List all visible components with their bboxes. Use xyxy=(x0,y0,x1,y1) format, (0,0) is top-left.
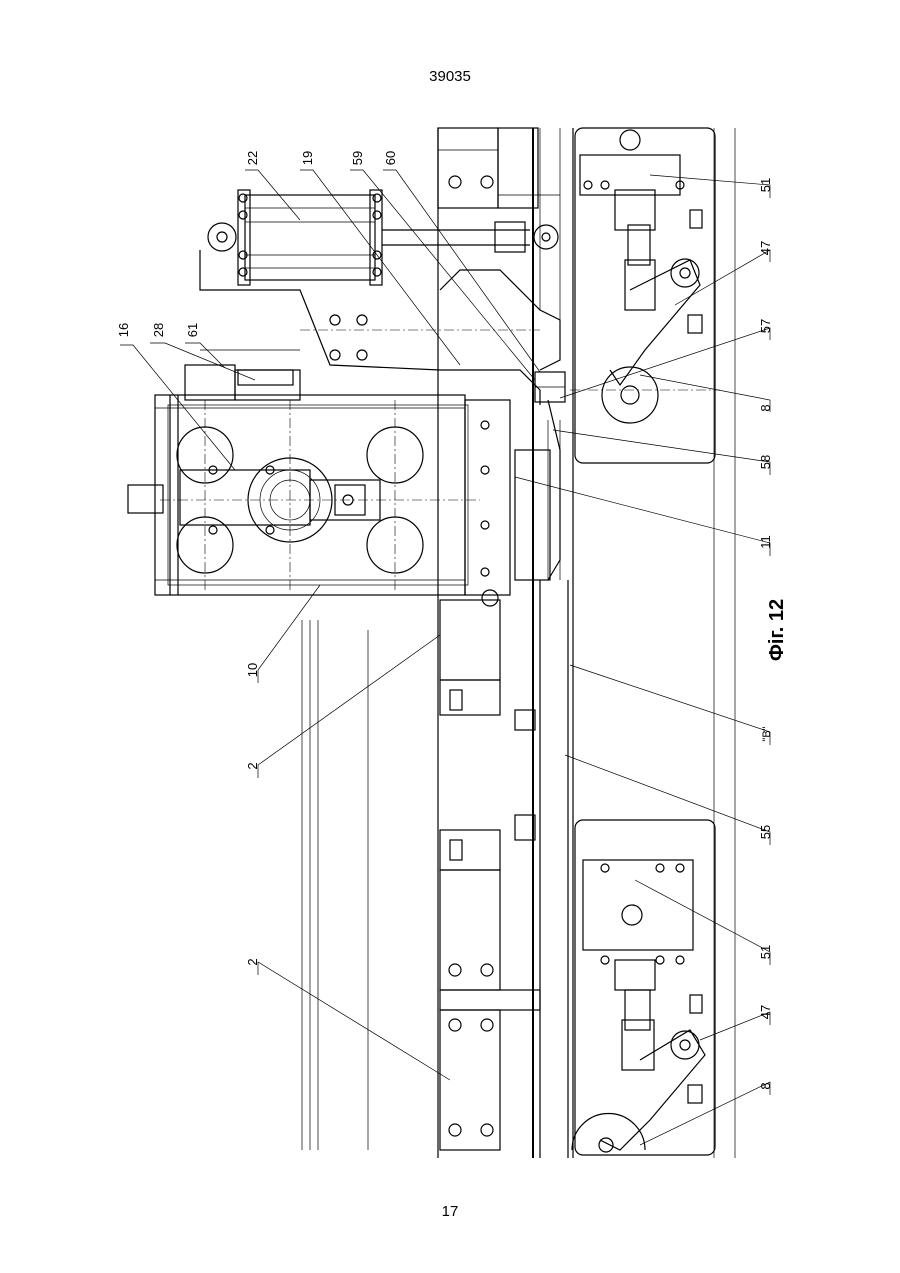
ref-label-51-upper: 51 xyxy=(758,178,773,192)
ref-label-11: 11 xyxy=(758,535,773,549)
ref-label-19: 19 xyxy=(300,151,315,165)
ref-label-2-lower: 2 xyxy=(245,958,260,965)
ref-label-22: 22 xyxy=(245,151,260,165)
ref-label-59: 59 xyxy=(350,151,365,165)
ref-label-58: 58 xyxy=(758,455,773,469)
mandrel xyxy=(540,420,568,1158)
hydraulic-cylinder xyxy=(208,190,558,285)
figure-caption: Фіг. 12 xyxy=(766,599,788,661)
ref-label-10: 10 xyxy=(245,663,260,677)
ref-label-v: "В" xyxy=(761,726,773,741)
leader-lines xyxy=(120,170,770,1145)
ref-label-55: 55 xyxy=(758,825,773,839)
ref-label-8-upper: 8 xyxy=(758,404,773,411)
ref-label-16: 16 xyxy=(116,323,131,337)
ref-label-57: 57 xyxy=(758,319,773,333)
support-blocks xyxy=(440,600,540,1150)
reference-labels: 16 28 61 22 19 59 60 10 2 2 51 47 57 8 5… xyxy=(116,151,773,1090)
ref-label-8-lower: 8 xyxy=(758,1082,773,1089)
front-plate xyxy=(465,400,560,606)
roll-housing xyxy=(128,350,480,595)
ref-label-28: 28 xyxy=(151,323,166,337)
bed-frame xyxy=(302,128,735,1158)
ref-label-51-lower: 51 xyxy=(758,945,773,959)
upper-gripper-mechanism xyxy=(570,128,720,463)
top-mounting-block xyxy=(438,128,560,320)
page-number-bottom: 17 xyxy=(0,1203,900,1220)
ref-label-47-lower: 47 xyxy=(758,1005,773,1019)
ref-label-47-upper: 47 xyxy=(758,241,773,255)
ref-label-2-upper: 2 xyxy=(245,762,260,769)
ref-label-60: 60 xyxy=(383,151,398,165)
lower-gripper-mechanism xyxy=(572,820,715,1155)
ref-label-61: 61 xyxy=(185,323,200,337)
